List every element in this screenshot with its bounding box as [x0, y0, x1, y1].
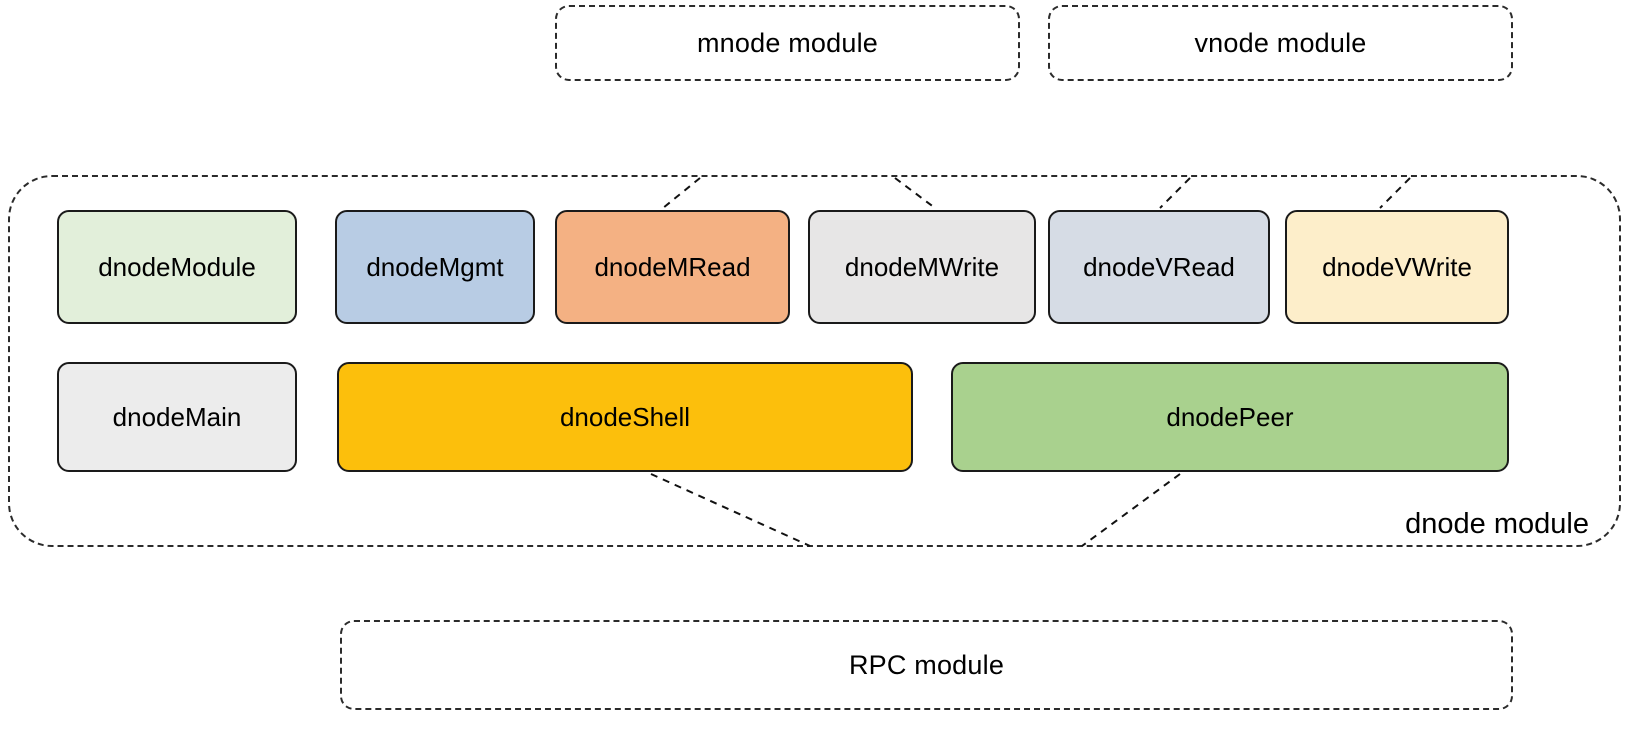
dnode-module-label: dnode module: [1405, 508, 1589, 540]
tile-label: dnodeMRead: [594, 251, 751, 282]
tile-label: dnodeVRead: [1083, 251, 1235, 282]
tile-dnode-shell[interactable]: dnodeShell: [337, 362, 913, 472]
tile-dnode-main[interactable]: dnodeMain: [57, 362, 297, 472]
vnode-module-label: vnode module: [1194, 27, 1367, 58]
tile-label: dnodePeer: [1166, 401, 1294, 432]
tile-label: dnodeModule: [98, 251, 256, 282]
tile-dnode-module-tile[interactable]: dnodeModule: [57, 210, 297, 324]
rpc-module-box[interactable]: RPC module: [340, 620, 1513, 710]
vnode-module-box[interactable]: vnode module: [1048, 5, 1513, 81]
mnode-module-box[interactable]: mnode module: [555, 5, 1020, 81]
tile-label: dnodeVWrite: [1322, 251, 1472, 282]
rpc-module-label: RPC module: [848, 649, 1005, 680]
tile-dnode-mgmt[interactable]: dnodeMgmt: [335, 210, 535, 324]
mnode-module-label: mnode module: [696, 27, 878, 58]
tile-dnode-mread[interactable]: dnodeMRead: [555, 210, 790, 324]
tile-label: dnodeMain: [112, 401, 242, 432]
tile-label: dnodeMWrite: [844, 251, 1000, 282]
tile-dnode-vwrite[interactable]: dnodeVWrite: [1285, 210, 1509, 324]
tile-label: dnodeShell: [559, 401, 691, 432]
tile-dnode-peer[interactable]: dnodePeer: [951, 362, 1509, 472]
tile-dnode-mwrite[interactable]: dnodeMWrite: [808, 210, 1036, 324]
tile-label: dnodeMgmt: [366, 251, 504, 282]
tile-dnode-vread[interactable]: dnodeVRead: [1048, 210, 1270, 324]
